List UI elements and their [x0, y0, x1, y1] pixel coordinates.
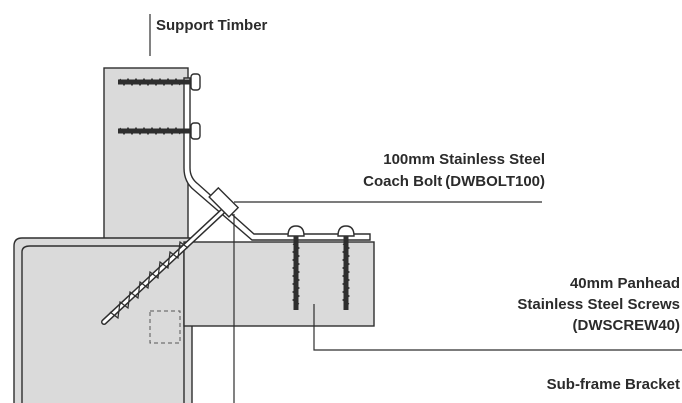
timber-screw-2	[118, 122, 201, 140]
screws-label-line2: Stainless Steel Screws	[517, 296, 680, 313]
main-frame-inner-edge	[21, 245, 185, 403]
screws-label-line3: (DWSCREW40)	[572, 317, 681, 334]
support-timber	[103, 67, 189, 241]
coach-bolt-label-line2: Coach Bolt (DWBOLT100)	[363, 173, 545, 190]
panhead-screw-1	[287, 225, 305, 310]
leader-screws	[313, 304, 682, 351]
support-timber-label: Support Timber	[156, 17, 268, 34]
subframe-bracket-label: Sub-frame Bracket	[546, 376, 680, 393]
coach-bolt-label-line1: 100mm Stainless Steel	[383, 151, 545, 168]
screws-label-line1: 40mm Panhead	[569, 275, 680, 292]
coach-bolt	[101, 186, 240, 325]
timber-screw-1	[118, 73, 201, 91]
steel-angle-bracket	[183, 77, 371, 241]
panhead-screw-2	[337, 225, 355, 310]
hidden-edge-dashed	[149, 310, 181, 344]
